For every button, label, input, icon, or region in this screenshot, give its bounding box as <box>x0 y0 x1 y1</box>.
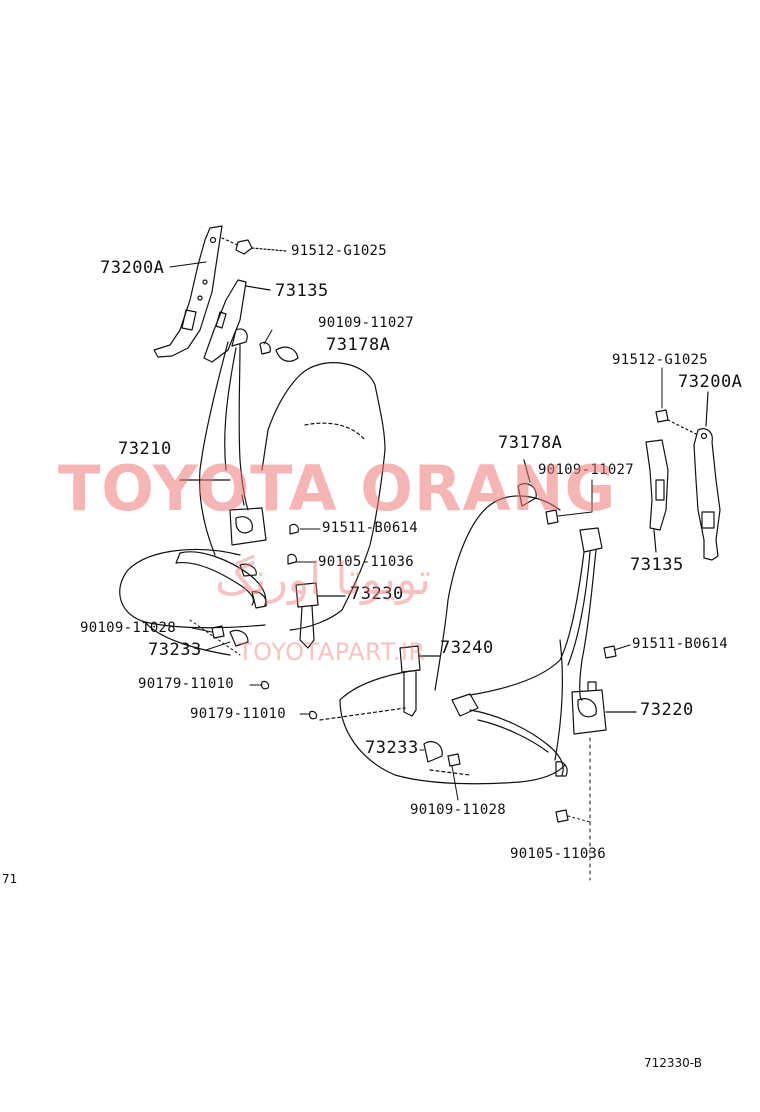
label-73210: 73210 <box>118 439 172 459</box>
label-73233-right: 73233 <box>365 738 419 758</box>
label-90105-11036-left: 90105-11036 <box>318 554 415 570</box>
right-leaders <box>419 367 663 881</box>
figure-code: 712330-B <box>644 1056 702 1070</box>
left-cover-73135 <box>203 279 271 363</box>
label-73233-left: 73233 <box>148 640 202 660</box>
watermark-persian: تویوتا اورنگ <box>215 554 431 605</box>
label-90109-11028-left: 90109-11028 <box>80 620 177 636</box>
label-90109-11027-right: 90109-11027 <box>538 462 635 478</box>
label-90179-11010-left: 90179-11010 <box>138 676 235 692</box>
label-90105-11036-right: 90105-11036 <box>510 846 607 862</box>
label-73178a-left: 73178A <box>326 335 391 355</box>
right-bracket-73200A <box>667 391 721 561</box>
left-small-parts <box>211 341 318 720</box>
left-belt-retractor-73210 <box>179 328 267 556</box>
label-73178a-right: 73178A <box>498 433 563 453</box>
right-small-parts <box>423 409 669 823</box>
left-seat-outline <box>119 362 386 656</box>
label-91511-b0614-left: 91511-B0614 <box>322 520 419 536</box>
right-guide-73178A <box>517 459 537 507</box>
right-belt-73220 <box>451 527 637 777</box>
right-cover-73135 <box>645 439 669 553</box>
label-73135-right: 73135 <box>630 555 684 575</box>
left-bolt-91512 <box>235 239 287 255</box>
label-73200a-left: 73200A <box>100 258 165 278</box>
label-73200a-right: 73200A <box>678 372 743 392</box>
edge-number: 71 <box>2 872 18 886</box>
label-73135-left: 73135 <box>275 281 329 301</box>
label-90109-11027-left: 90109-11027 <box>318 315 415 331</box>
watermark-brand: TOYOTA ORANG <box>58 452 617 525</box>
label-73220: 73220 <box>640 700 694 720</box>
label-90109-11028-right: 90109-11028 <box>410 802 507 818</box>
left-leaders <box>169 261 321 715</box>
left-lap-belt <box>175 551 267 609</box>
label-91512-g1025-left: 91512-G1025 <box>291 243 388 259</box>
label-73240: 73240 <box>440 638 494 658</box>
left-bracket-73200A <box>153 225 241 358</box>
label-90179-11010-center: 90179-11010 <box>190 706 287 722</box>
label-91511-b0614-right: 91511-B0614 <box>632 636 729 652</box>
left-buckle-73230 <box>295 582 346 649</box>
label-91512-g1025-right: 91512-G1025 <box>612 352 709 368</box>
label-73230: 73230 <box>350 584 404 604</box>
watermark-url: TOYOTAPART.IR <box>238 638 426 666</box>
right-buckle-73240 <box>399 645 441 717</box>
